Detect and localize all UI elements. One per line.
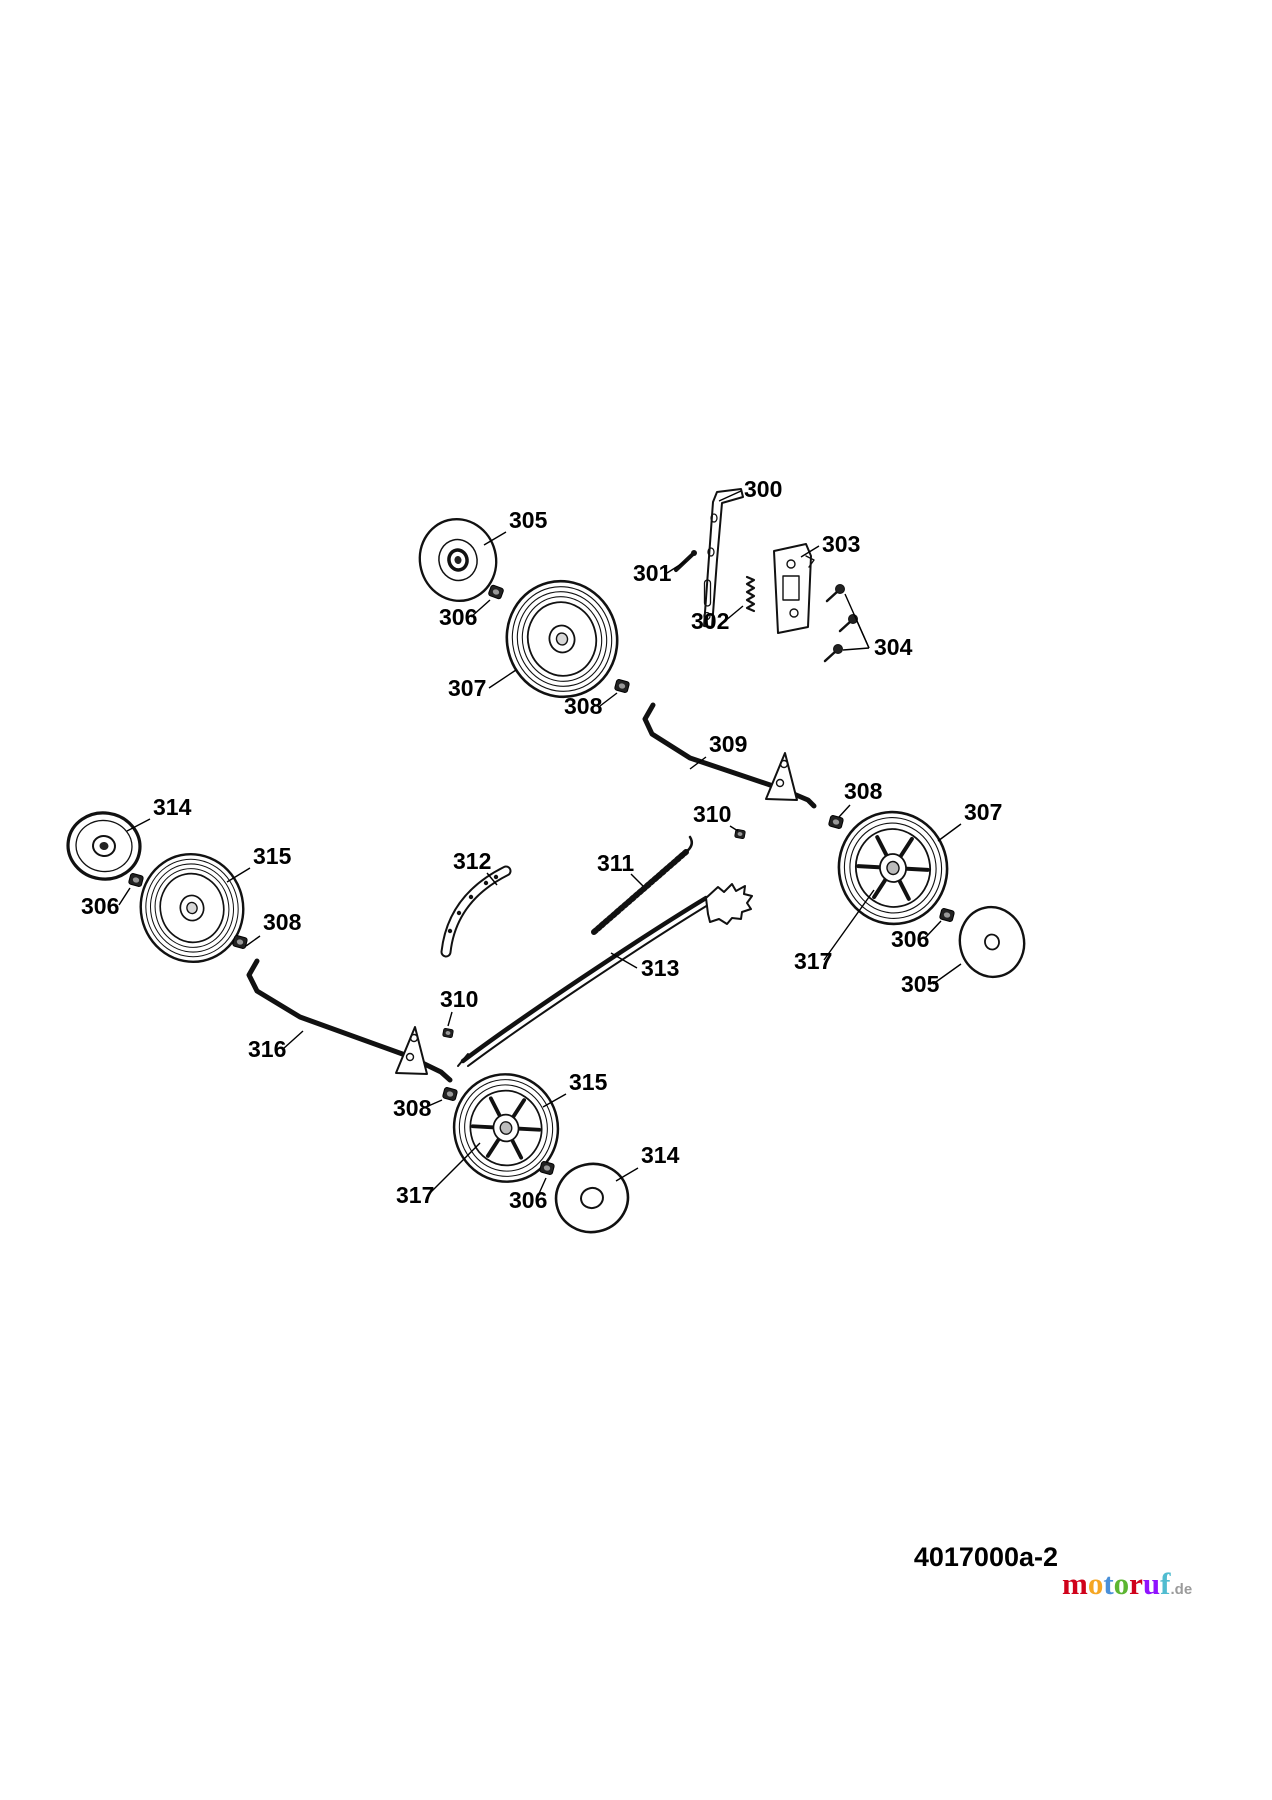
part-labels: 300 303 301 302 304 305 306 307 308 309 308 307 310 3… [81, 476, 1002, 1213]
part-305-hubcap-right [958, 905, 1026, 979]
label-315-left: 315 [253, 843, 292, 869]
label-308-bottom-leader [425, 1099, 443, 1108]
label-304-leader [842, 647, 870, 651]
label-314-bottom: 314 [641, 1142, 680, 1168]
label-307-right-leader [937, 823, 962, 842]
label-300-leader [718, 490, 742, 502]
label-306-left: 306 [81, 893, 119, 919]
label-309-leader [689, 756, 707, 770]
label-309: 309 [709, 731, 747, 757]
label-316: 316 [248, 1036, 286, 1062]
label-310-upper: 310 [693, 801, 731, 827]
label-308-bottom: 308 [393, 1095, 432, 1121]
motoruf-logo: motoruf.de [1062, 1566, 1192, 1601]
part-311-threaded-rod [591, 835, 694, 935]
part-304-screws [823, 584, 858, 663]
label-306-bottom: 306 [509, 1187, 547, 1213]
label-306-right: 306 [891, 926, 929, 952]
label-308-left-leader [245, 935, 261, 947]
label-314-left: 314 [153, 794, 192, 820]
label-300: 300 [744, 476, 782, 502]
label-317-bottom: 317 [396, 1182, 434, 1208]
part-309-axle [642, 702, 817, 809]
label-301-leader [666, 560, 687, 574]
label-315-bottom: 315 [569, 1069, 608, 1095]
part-code: 4017000a-2 [914, 1542, 1058, 1572]
part-313-adjuster-rod [457, 883, 753, 1067]
label-310-upper-leader [729, 825, 739, 832]
label-304: 304 [874, 634, 913, 660]
label-308-right-leader [838, 804, 851, 818]
label-313: 313 [641, 955, 679, 981]
label-306-bottom-leader [536, 1177, 547, 1199]
label-311-leader [630, 873, 644, 887]
label-316-leader [282, 1030, 304, 1050]
label-311: 311 [597, 850, 634, 876]
label-317-right-leader [823, 889, 875, 961]
diagram-shapes [66, 488, 1026, 1234]
label-303: 303 [822, 531, 860, 557]
label-314-left-leader [126, 818, 151, 832]
label-308-top-leader [599, 692, 618, 707]
label-312-leader [486, 872, 498, 886]
part-314-hubcap-bottom [554, 1162, 630, 1234]
label-310-lower: 310 [440, 986, 478, 1012]
label-308-top: 308 [564, 693, 603, 719]
part-312-curved-bracket [440, 865, 512, 958]
label-305-right: 305 [901, 971, 940, 997]
label-307-top-leader [488, 669, 517, 689]
part-314-hubcap-left [66, 811, 142, 881]
part-310-nut-lower [442, 1027, 454, 1039]
label-315-left-leader [226, 867, 251, 883]
label-314-bottom-leader [615, 1167, 639, 1182]
label-306-left-leader [118, 887, 131, 906]
label-302-leader [724, 605, 744, 622]
part-302-spring [745, 575, 756, 613]
label-305-right-leader [932, 963, 962, 985]
part-316-axle [246, 958, 453, 1083]
label-304-leader [856, 620, 870, 649]
label-315-bottom-leader [542, 1093, 567, 1108]
label-308-right: 308 [844, 778, 883, 804]
label-317-bottom-leader [428, 1142, 481, 1195]
label-312: 312 [453, 848, 491, 874]
label-306-top: 306 [439, 604, 477, 630]
label-306-top-leader [470, 599, 491, 618]
part-300-handle-bracket [703, 488, 744, 628]
label-313-leader [610, 952, 638, 969]
label-317-right: 317 [794, 948, 832, 974]
label-303-leader [800, 545, 820, 558]
part-303-switch-plate [773, 543, 815, 634]
label-302: 302 [691, 608, 729, 634]
label-308-left: 308 [263, 909, 302, 935]
part-305-hubcap-top [418, 517, 498, 603]
label-301: 301 [633, 560, 672, 586]
label-306-right-leader [924, 920, 942, 939]
label-307-right: 307 [964, 799, 1002, 825]
label-305-top-leader [483, 531, 507, 546]
label-307-top: 307 [448, 675, 486, 701]
label-310-lower-leader [447, 1011, 453, 1027]
label-305-top: 305 [509, 507, 548, 533]
